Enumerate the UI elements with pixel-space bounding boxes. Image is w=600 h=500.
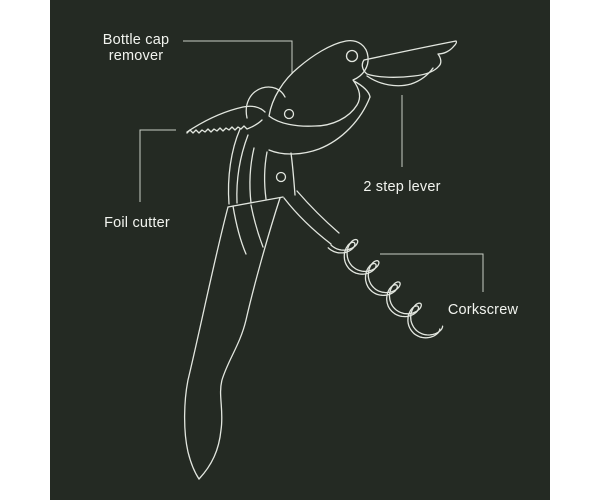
body-rivet-upper	[283, 108, 295, 120]
label-two-step-lever: 2 step lever	[363, 179, 441, 195]
blade-arm-inner	[236, 134, 249, 204]
diagram-canvas	[50, 0, 550, 500]
foil-cutter-blade-serration	[186, 119, 263, 134]
label-corkscrew: Corkscrew	[447, 302, 519, 318]
head-outline	[268, 40, 369, 127]
body-shoulder	[245, 86, 286, 119]
head-jaw-line	[353, 80, 371, 98]
corkscrew-worm-edge-2	[330, 238, 444, 336]
handle-top-edge	[227, 196, 284, 208]
tool-outline	[183, 40, 458, 480]
handle-inner-line-1	[232, 205, 247, 255]
leader-foil-cutter	[139, 129, 176, 202]
body-rivet-lower	[275, 171, 287, 183]
foil-cutter-blade-back	[186, 105, 266, 133]
head-hole	[345, 49, 359, 63]
body-cheek	[268, 96, 371, 155]
lever-outline	[361, 40, 458, 78]
lower-plate-right	[290, 152, 296, 196]
label-bottle-cap-remover: Bottle cap remover	[102, 32, 170, 64]
body-left-edge	[249, 147, 255, 204]
worm-shank-left	[283, 197, 332, 245]
handle-inner-line-2	[250, 204, 264, 248]
blade-arm-outer	[227, 128, 241, 205]
lever-second-step	[366, 67, 434, 87]
corkscrew-worm-edge-1	[327, 241, 441, 339]
leader-corkscrew	[380, 253, 484, 292]
leader-bottle-cap-remover	[183, 40, 293, 74]
label-foil-cutter: Foil cutter	[104, 215, 170, 231]
lower-plate-left	[263, 151, 268, 200]
worm-shank-right	[296, 190, 340, 234]
handle-right-edge	[198, 197, 281, 480]
leader-lines	[139, 40, 484, 292]
handle-left-edge	[183, 206, 229, 480]
